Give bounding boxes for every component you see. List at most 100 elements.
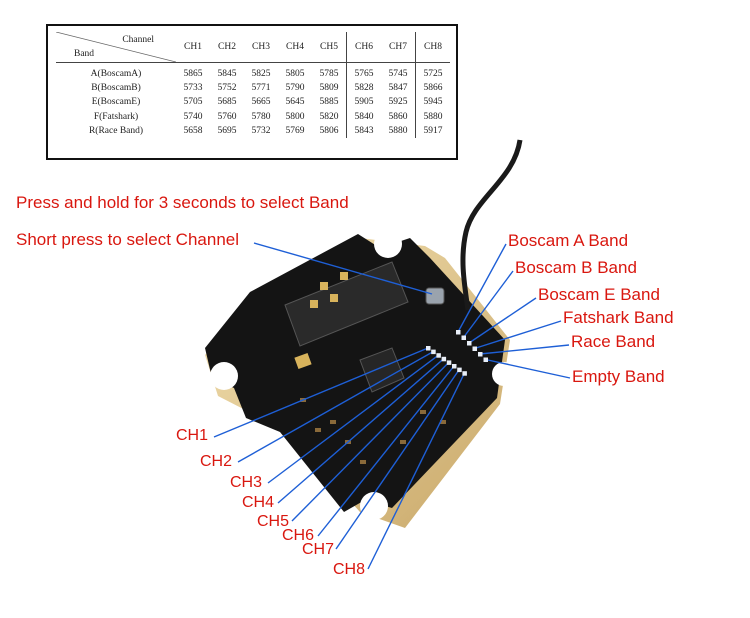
- channel-label-ch3: CH3: [230, 474, 263, 491]
- frequency-cell: 5658: [183, 125, 203, 136]
- band-leader-line: [457, 243, 507, 333]
- channel-led: [462, 371, 467, 376]
- channel-header-cell: CH6: [346, 32, 381, 63]
- mount-hole: [374, 230, 402, 258]
- channel-led: [441, 356, 447, 362]
- frequency-cell: 5780: [251, 111, 271, 122]
- channel-leader-line: [291, 361, 450, 522]
- frequency-cell: 5847: [388, 83, 408, 94]
- short-press-instruction: Short press to select Channel: [16, 230, 240, 249]
- rf-chip: [359, 347, 405, 393]
- frequency-cell: 5765: [346, 62, 381, 82]
- hold-instruction: Press and hold for 3 seconds to select B…: [16, 193, 349, 212]
- band-label-boscam-e: Boscam E Band: [538, 285, 660, 304]
- frequency-cell: 5866: [415, 81, 450, 96]
- band-name-cell: A(BoscamA): [90, 69, 142, 80]
- channel-header-cell: CH5: [312, 32, 347, 63]
- frequency-cell: 5843: [346, 123, 381, 138]
- channel-led: [436, 353, 441, 358]
- channel-led: [452, 364, 457, 369]
- band-label-empty: Empty Band: [572, 367, 665, 386]
- antenna-wire: [460, 139, 523, 311]
- band-led: [472, 346, 477, 351]
- channel-header: Channel: [122, 35, 154, 45]
- frequency-cell: 5880: [388, 125, 408, 136]
- frequency-cell: 5685: [217, 97, 237, 108]
- band-leader-line: [468, 297, 537, 344]
- frequency-cell: 5769: [285, 125, 305, 136]
- band-header: Band: [74, 49, 95, 59]
- band-leader-line: [485, 358, 571, 379]
- mount-hole: [492, 362, 516, 386]
- band-name-cell: F(Fatshark): [93, 111, 139, 122]
- frequency-cell: 5845: [217, 69, 237, 80]
- channel-header-cell: CH3: [244, 32, 278, 63]
- band-led: [461, 335, 466, 340]
- pad: [310, 300, 318, 308]
- frequency-cell: 5771: [251, 83, 271, 94]
- frequency-cell: 5745: [388, 69, 408, 80]
- table-corner-cell: Channel Band: [56, 32, 176, 63]
- channel-header-cell: CH7: [381, 32, 416, 63]
- select-button: [425, 287, 445, 305]
- channel-led: [446, 360, 452, 365]
- frequency-cell: 5790: [285, 83, 305, 94]
- frequency-cell: 5925: [388, 97, 408, 108]
- channel-label-ch2: CH2: [200, 453, 233, 470]
- frequency-cell: 5695: [217, 125, 237, 136]
- corner-diagonal: [56, 32, 176, 62]
- frequency-cell: 5905: [346, 95, 381, 110]
- channel-label-ch1: CH1: [176, 427, 209, 444]
- band-led: [456, 330, 461, 335]
- frequency-cell: 5825: [251, 69, 271, 80]
- frequency-cell: 5733: [183, 83, 203, 94]
- frequency-table: Channel Band CH1 CH2 CH3 CH4 CH5 CH6 CH7…: [46, 24, 458, 160]
- channel-leader-line: [335, 369, 460, 550]
- frequency-cell: 5645: [285, 97, 305, 108]
- channel-leader-line: [367, 372, 466, 570]
- frequency-cell: 5740: [183, 111, 203, 122]
- channel-led: [426, 346, 431, 351]
- band-name-cell: R(Race Band): [88, 125, 144, 136]
- button-leader-line: [253, 242, 433, 295]
- channel-leader-line: [213, 347, 429, 438]
- channel-header-cell: CH8: [415, 32, 450, 63]
- channel-header-cell: CH4: [278, 32, 312, 63]
- frequency-cell: 5732: [251, 125, 271, 136]
- frequency-cell: 5860: [388, 111, 408, 122]
- channel-label-ch8: CH8: [333, 561, 366, 578]
- frequency-grid: Channel Band CH1 CH2 CH3 CH4 CH5 CH6 CH7…: [56, 32, 450, 138]
- channel-label-ch6: CH6: [282, 527, 315, 544]
- channel-header-cell: CH1: [176, 32, 210, 63]
- pad: [340, 272, 348, 280]
- band-label-boscam-b: Boscam B Band: [515, 258, 637, 277]
- frequency-cell: 5840: [346, 109, 381, 124]
- board-body: [205, 234, 505, 512]
- band-label-race: Race Band: [571, 332, 656, 351]
- frequency-cell: 5725: [415, 62, 450, 82]
- channel-leader-line: [317, 365, 455, 537]
- band-label-boscam-a: Boscam A Band: [508, 231, 629, 250]
- frequency-cell: 5800: [285, 111, 305, 122]
- leader-lines: [213, 242, 571, 570]
- channel-label-ch7: CH7: [302, 541, 335, 558]
- pad: [294, 352, 312, 370]
- frequency-cell: 5828: [346, 81, 381, 96]
- band-led: [478, 352, 483, 357]
- frequency-cell: 5752: [217, 83, 237, 94]
- frequency-cell: 5820: [319, 111, 339, 122]
- band-label-fatshark: Fatshark Band: [563, 308, 674, 327]
- channel-leader-line: [277, 358, 445, 504]
- channel-label-ch5: CH5: [257, 513, 290, 530]
- frequency-cell: 5805: [285, 69, 305, 80]
- frequency-cell: 5880: [415, 109, 450, 124]
- frequency-cell: 5865: [183, 69, 203, 80]
- band-leader-line: [479, 344, 570, 355]
- channel-header-cell: CH2: [210, 32, 244, 63]
- band-led: [467, 341, 472, 346]
